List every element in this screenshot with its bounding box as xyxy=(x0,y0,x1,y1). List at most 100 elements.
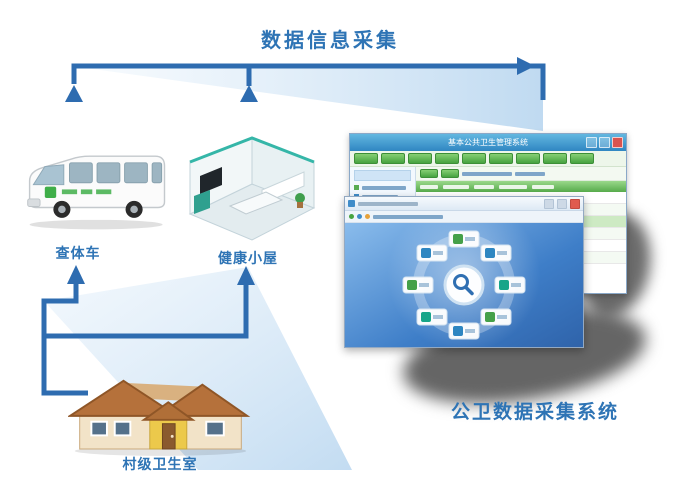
decal-text-skeleton xyxy=(96,189,112,195)
side-window xyxy=(69,162,93,184)
filter-button xyxy=(441,169,459,178)
minimize-icon xyxy=(586,137,597,148)
module-icon xyxy=(421,248,431,258)
back-window-title: 基本公共卫生管理系统 xyxy=(448,138,528,147)
window-controls xyxy=(586,137,623,148)
clinic-to-van-line xyxy=(41,284,88,396)
module-icon xyxy=(499,280,509,290)
maximize-icon xyxy=(599,137,610,148)
toolbar-icon xyxy=(357,214,362,219)
window xyxy=(113,420,132,437)
hub-node xyxy=(416,308,448,326)
health-cabin-image xyxy=(188,136,316,241)
close-icon xyxy=(612,137,623,148)
front-window-toolbar xyxy=(345,211,583,223)
magnifier-icon xyxy=(453,274,474,296)
module-icon xyxy=(453,234,463,244)
text-skeleton xyxy=(515,171,545,176)
module-icon xyxy=(407,280,417,290)
hub-node xyxy=(480,244,512,262)
text-skeleton xyxy=(358,201,418,206)
toolbar-icon xyxy=(349,214,354,219)
sidebar-header xyxy=(354,170,411,181)
table-header xyxy=(416,181,626,192)
column-header xyxy=(420,184,438,189)
column-header xyxy=(474,184,494,189)
exam-vehicle-image xyxy=(27,155,166,230)
text-skeleton xyxy=(511,283,521,287)
hub-node xyxy=(402,276,434,294)
toolbar-icon xyxy=(365,214,370,219)
hub-node xyxy=(448,230,480,248)
close-icon xyxy=(570,198,580,209)
wheel-hub xyxy=(58,205,66,214)
maximize-icon xyxy=(557,198,567,209)
column-header xyxy=(499,184,527,189)
dormer-roof xyxy=(140,401,196,421)
column-header xyxy=(443,184,469,189)
plant xyxy=(295,193,305,203)
module-icon xyxy=(453,326,463,336)
toolbar-button xyxy=(543,153,567,164)
arrow-up-icon xyxy=(65,85,83,102)
sidebar-item xyxy=(354,185,411,190)
ground-shadow xyxy=(29,219,163,230)
side-window xyxy=(96,162,121,184)
window xyxy=(205,420,225,437)
village-clinic-image xyxy=(68,379,251,456)
toolbar-button xyxy=(408,153,432,164)
hub-node xyxy=(480,308,512,326)
front-window-titlebar xyxy=(345,197,583,211)
filter-button xyxy=(420,169,438,178)
toolbar-button xyxy=(570,153,594,164)
door-knob xyxy=(170,434,174,438)
module-icon xyxy=(421,312,431,322)
front-system-window xyxy=(344,196,584,348)
app-icon xyxy=(348,200,355,207)
wall-screen xyxy=(200,167,222,194)
bottom-wedge xyxy=(44,267,352,470)
text-skeleton xyxy=(497,315,507,319)
right-roof xyxy=(154,383,251,417)
minimize-icon xyxy=(544,198,554,209)
room-trim xyxy=(189,136,315,164)
side-window xyxy=(124,162,148,184)
wheel-hub xyxy=(130,205,138,214)
decal-text-skeleton xyxy=(80,189,93,195)
back-window-toolbar xyxy=(350,151,626,167)
front-window-content xyxy=(345,223,583,347)
arrow-up-icon xyxy=(67,265,85,284)
hub-node xyxy=(416,244,448,262)
toolbar-button xyxy=(462,153,486,164)
hub-node xyxy=(448,322,480,340)
back-window-titlebar: 基本公共卫生管理系统 xyxy=(350,134,626,151)
toolbar-button xyxy=(516,153,540,164)
plant-pot xyxy=(297,202,303,208)
hub-node xyxy=(494,276,526,294)
text-skeleton xyxy=(433,315,443,319)
toolbar-button xyxy=(354,153,378,164)
exam-bed xyxy=(228,191,284,215)
clinic-to-cabin-line xyxy=(44,285,249,339)
collection-bus-line xyxy=(71,63,546,100)
windshield xyxy=(32,164,65,186)
toolbar-button xyxy=(435,153,459,164)
system-label: 公卫数据采集系统 xyxy=(450,402,619,423)
hub-diagram xyxy=(402,230,526,340)
top-wedge xyxy=(78,67,543,131)
text-skeleton xyxy=(462,171,512,176)
arrow-up-icon xyxy=(237,266,255,285)
village-clinic-label: 村级卫生室 xyxy=(122,456,198,472)
module-icon xyxy=(485,312,495,322)
hub-center xyxy=(443,264,485,306)
bullet-icon xyxy=(354,185,359,190)
text-skeleton xyxy=(465,329,475,333)
exam-vehicle-label: 查体车 xyxy=(55,245,101,261)
text-skeleton xyxy=(373,214,443,219)
module-icon xyxy=(485,248,495,258)
text-skeleton xyxy=(362,185,406,190)
text-skeleton xyxy=(497,251,507,255)
diagram-title: 数据信息采集 xyxy=(261,30,399,52)
